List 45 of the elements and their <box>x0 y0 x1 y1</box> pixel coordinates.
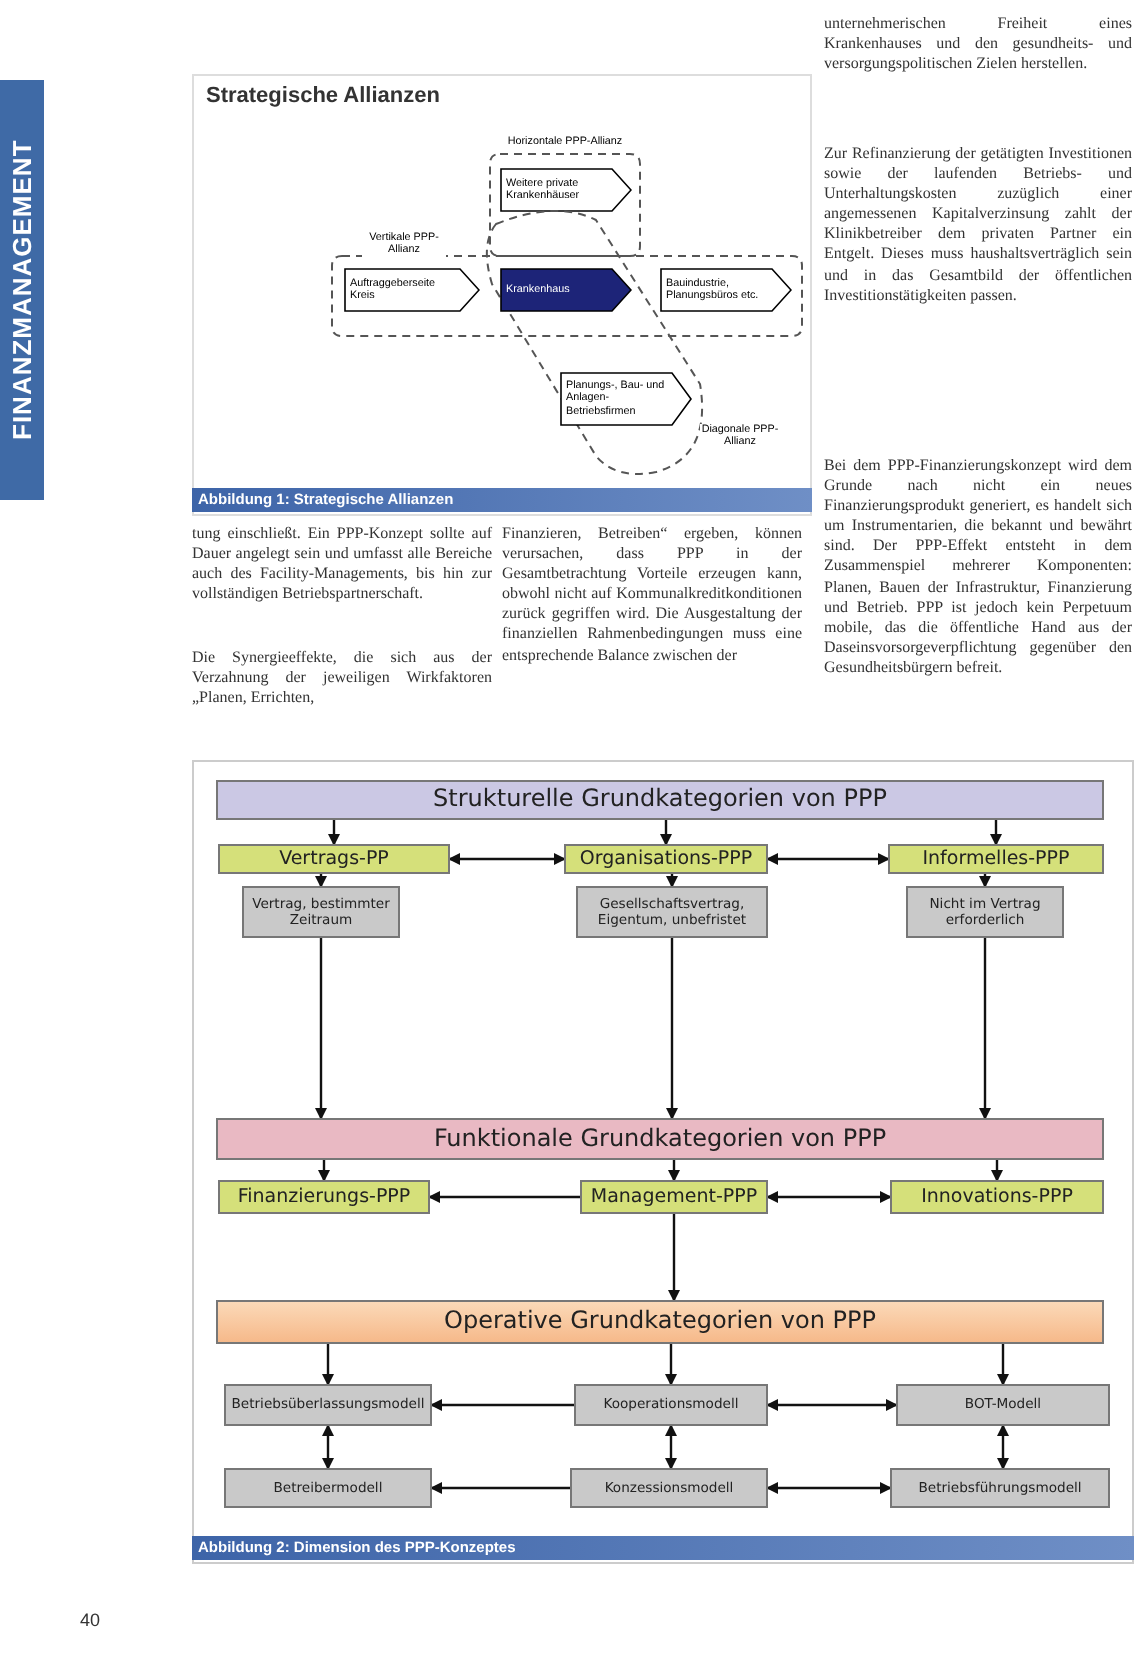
category-box: Innovations-PPP <box>890 1180 1104 1214</box>
paragraph: Zur Refinanzierung der getätigten Investitionen sowie der laufenden Betriebs- und Unterhaltungskosten zuzüglich einer angemessenen Kapitalverzinsung zahlt der Klinikbetreiber dem privaten Partner ein Entgelt. Dieses muss haushaltsverträglich sein und in das Gesamtbild der öffentlichen Investitionstätigkeiten passen. <box>824 144 1132 306</box>
arrow <box>428 1191 580 1203</box>
arrow <box>766 1399 898 1411</box>
arrow <box>322 1424 334 1470</box>
paragraph: tung einschließt. Ein PPP-Konzept sollte auf Dauer angelegt sein und umfasst alle Bereiche auch des Facility-Managements, bis hin zur vollständigen Betriebspartnerschaft. <box>192 524 492 605</box>
arrow <box>766 853 890 865</box>
arrow <box>979 938 991 1120</box>
arrow <box>766 1191 892 1203</box>
category-box: Organisations-PPP <box>564 844 768 874</box>
category-bar: Operative Grundkategorien von PPP <box>216 1300 1104 1344</box>
arrow <box>666 938 678 1120</box>
category-box: Informelles-PPP <box>888 844 1104 874</box>
figure-title: Strategische Allianzen <box>206 84 442 108</box>
arrow <box>660 820 672 846</box>
arrow <box>448 853 566 865</box>
arrow <box>766 1482 892 1494</box>
category-bar: Strukturelle Grundkategorien von PPP <box>216 780 1104 820</box>
page-number: 40 <box>80 1610 103 1630</box>
category-bar: Funktionale Grundkategorien von PPP <box>216 1118 1104 1160</box>
arrow <box>430 1399 574 1411</box>
arrow <box>990 820 1002 846</box>
category-box: Vertrags-PP <box>218 844 450 874</box>
arrow <box>328 820 340 846</box>
arrow <box>315 874 327 888</box>
arrow <box>668 1214 680 1302</box>
arrow <box>668 1160 680 1182</box>
category-box: Finanzierungs-PPP <box>218 1180 430 1214</box>
paragraph: Bei dem PPP-Finanzierungskonzept wird dem Grunde nach nicht ein neues Finanzierungsprodukt generiert, es handelt sich um Instrumentarien, die bekannt und bewährt sind. Der PPP-Effekt entsteht in dem Zusammenspiel mehrerer Komponenten: Planen, Bauen der Infrastruktur, Finanzierung und Betrieb. PPP ist jedoch kein Perpetuum mobile, das die öffentliche Hand aus der Daseinsvorsorgeverpflichtung gegenüber den Gesundheitsbürgern befreit. <box>824 456 1132 679</box>
arrow <box>322 1344 334 1386</box>
paragraph: unternehmerischen Freiheit eines Krankenhauses und den gesundheits- und versorgungspolitischen Zielen herstellen. <box>824 14 1132 75</box>
arrow <box>665 1344 677 1386</box>
arrow <box>430 1482 570 1494</box>
arrow <box>997 1424 1009 1470</box>
paragraph: Finanzieren, Betreiben“ ergeben, können verursachen, dass PPP in der Gesamtbetrachtung Vorteile erzeugen kann, obwohl nicht auf Kommunalkreditkonditionen zurück gegriffen wird. Die Ausgestaltung der finanziellen Rahmenbedingungen muss eine entsprechende Balance zwischen der <box>502 524 802 666</box>
arrow <box>666 874 678 888</box>
section-heading: FINANZMANAGEMENT <box>0 80 44 500</box>
arrow <box>991 1160 1003 1182</box>
category-box: Management-PPP <box>580 1180 768 1214</box>
arrow <box>665 1424 677 1470</box>
arrow <box>997 1344 1009 1386</box>
arrow <box>318 1160 330 1182</box>
arrow <box>979 874 991 888</box>
paragraph: Die Synergieeffekte, die sich aus der Verzahnung der jeweiligen Wirkfaktoren „Planen, Errichten, <box>192 648 492 709</box>
arrow <box>315 938 327 1120</box>
